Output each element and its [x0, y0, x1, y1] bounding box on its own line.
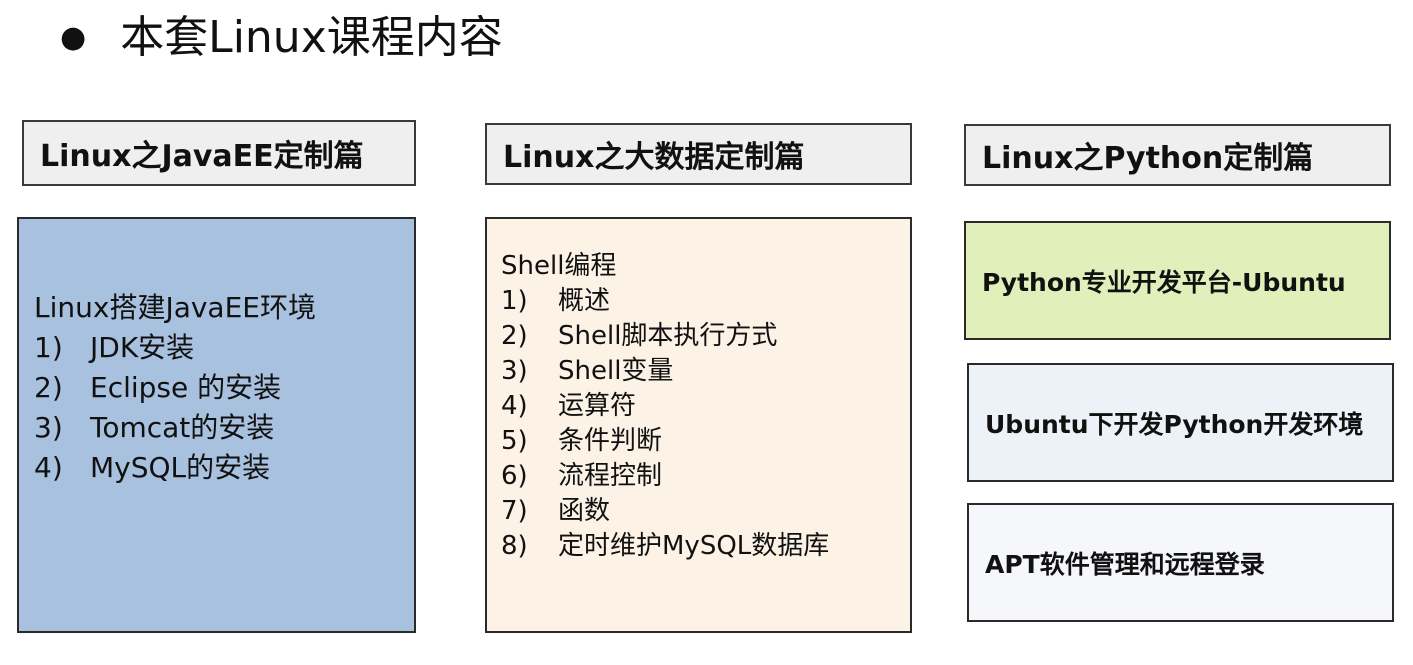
list-item-number: 3) [501, 356, 528, 386]
list-item: 1) JDK安装 [34, 328, 316, 368]
javaee-header-label: Linux之JavaEE定制篇 [40, 139, 364, 174]
list-item: 7) 函数 [501, 494, 829, 529]
list-item-number: 1) [501, 286, 528, 316]
page-title: ● 本套Linux课程内容 [60, 6, 503, 70]
list-item: 1) 概述 [501, 284, 829, 319]
list-item-text: Eclipse 的安装 [90, 371, 282, 404]
list-item-text: Shell变量 [558, 356, 674, 386]
list-item-number: 2) [501, 321, 528, 351]
list-item-text: 定时维护MySQL数据库 [558, 531, 830, 561]
bigdata-content-box [485, 217, 912, 633]
python-topic-box-1: Python专业开发平台-Ubuntu [964, 221, 1391, 340]
python-header: Linux之Python定制篇 [964, 124, 1391, 186]
list-item: 4) MySQL的安装 [34, 448, 316, 488]
list-item-text: 概述 [558, 286, 611, 316]
list-item-number: 4) [34, 451, 63, 484]
list-item-text: Tomcat的安装 [90, 411, 275, 444]
list-item-number: 1) [34, 331, 63, 364]
list-item: 8) 定时维护MySQL数据库 [501, 529, 829, 564]
python-topic-box-3: APT软件管理和远程登录 [967, 503, 1394, 622]
javaee-list: Linux搭建JavaEE环境 1) JDK安装 2) Eclipse 的安装 … [34, 288, 316, 488]
list-item-number: 3) [34, 411, 63, 444]
list-item-number: 4) [501, 391, 528, 421]
javaee-heading: Linux搭建JavaEE环境 [34, 291, 316, 324]
list-item-number: 6) [501, 461, 528, 491]
list-item-text: Shell脚本执行方式 [558, 321, 778, 351]
list-item: 2) Eclipse 的安装 [34, 368, 316, 408]
list-item: 3) Shell变量 [501, 354, 829, 389]
list-item-number: 2) [34, 371, 63, 404]
list-item-text: 函数 [558, 496, 611, 526]
list-item-number: 8) [501, 531, 528, 561]
bigdata-list: Shell编程 1) 概述 2) Shell脚本执行方式 3) Shell变量 … [501, 249, 829, 564]
python-topic-label: Ubuntu下开发Python开发环境 [985, 409, 1364, 439]
bullet-icon: ● [60, 20, 87, 55]
python-topic-box-2: Ubuntu下开发Python开发环境 [967, 363, 1394, 482]
python-topic-label: Python专业开发平台-Ubuntu [982, 267, 1346, 297]
python-header-label: Linux之Python定制篇 [982, 141, 1314, 176]
list-item: 5) 条件判断 [501, 424, 829, 459]
page-title-text: 本套Linux课程内容 [120, 12, 503, 63]
bigdata-header: Linux之大数据定制篇 [485, 123, 912, 185]
list-item-number: 5) [501, 426, 528, 456]
list-item-number: 7) [501, 496, 528, 526]
javaee-header: Linux之JavaEE定制篇 [22, 120, 416, 186]
python-topic-label: APT软件管理和远程登录 [985, 549, 1265, 579]
list-item: 3) Tomcat的安装 [34, 408, 316, 448]
list-item-text: MySQL的安装 [90, 451, 271, 484]
list-item-text: 流程控制 [558, 461, 663, 491]
list-item: 2) Shell脚本执行方式 [501, 319, 829, 354]
bigdata-header-label: Linux之大数据定制篇 [503, 140, 805, 175]
list-item-text: JDK安装 [90, 331, 195, 364]
list-item-text: 条件判断 [558, 426, 663, 456]
list-item: 4) 运算符 [501, 389, 829, 424]
list-item-text: 运算符 [558, 391, 637, 421]
bigdata-heading: Shell编程 [501, 251, 617, 281]
list-item: 6) 流程控制 [501, 459, 829, 494]
javaee-content-box [17, 217, 416, 633]
